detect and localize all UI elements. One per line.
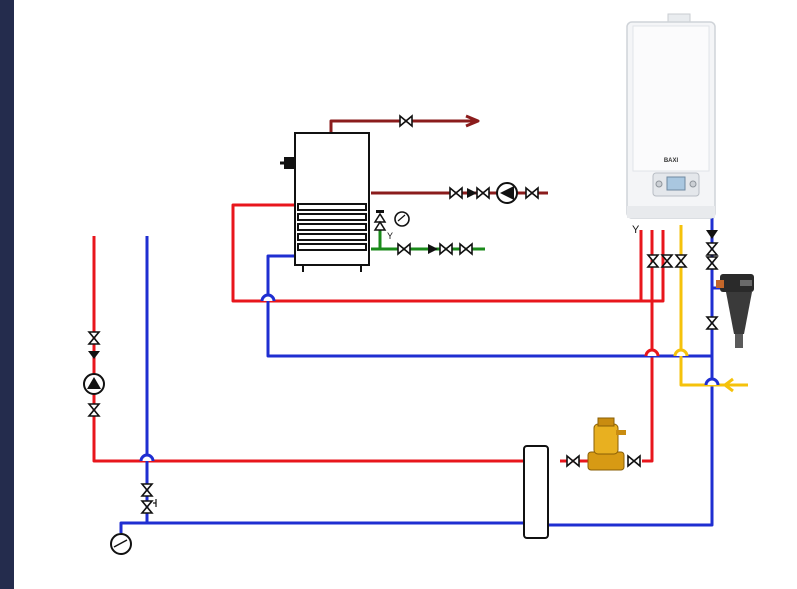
boiler-flow-drop-3 <box>652 230 665 303</box>
gas-inlet-arrow-icon <box>723 377 734 393</box>
return-valve-1-icon <box>141 483 153 497</box>
crossing-hop <box>644 348 660 357</box>
heating-circuit-components <box>83 331 157 555</box>
heating-coil <box>297 203 367 251</box>
cold-feed-valve-1-icon <box>397 243 411 255</box>
crossing-hop <box>673 348 689 357</box>
pipe-crossings <box>139 293 720 462</box>
wall-hung-boiler: BAXI Y <box>626 13 718 330</box>
boiler-valve-1-icon <box>647 254 659 268</box>
cylinder-coil-return <box>266 254 712 358</box>
crossing-hop <box>139 453 155 462</box>
air-dirt-separator <box>566 417 641 471</box>
recirc-valve-1-icon <box>449 187 463 199</box>
magnetic-filter <box>716 274 754 348</box>
dhw-outlet-valve-icon <box>399 115 413 127</box>
dhw-outlet-arrow-icon <box>465 114 480 128</box>
return-valve-2-icon <box>141 500 153 514</box>
circuit-valve-top-icon <box>88 331 100 345</box>
pressure-gauge-icon <box>394 211 410 227</box>
recirc-check-valve-icon <box>467 188 477 198</box>
boiler-gas-valve-icon <box>675 254 687 268</box>
low-loss-header <box>523 445 549 539</box>
gas-pipes <box>679 225 748 393</box>
reducer-y-icon: Y <box>387 231 393 241</box>
dhw-components <box>399 115 539 204</box>
side-bar <box>0 0 14 589</box>
return-check-valve-icon <box>706 230 718 239</box>
dhw-outlet-pipe <box>329 119 478 133</box>
check-valve-icon <box>428 244 438 254</box>
cylinder-thermostat-icon <box>284 157 296 169</box>
crossing-hop <box>704 377 720 386</box>
condensate-drain-icon: Y <box>632 224 640 236</box>
boiler-return-main <box>548 218 714 527</box>
cold-feed-valve-2-icon <box>439 243 453 255</box>
boiler-return-valve-1-icon <box>706 242 718 256</box>
radiator-circuit-return <box>145 236 524 525</box>
crossing-hop <box>260 293 276 302</box>
recirc-valve-3-icon <box>525 187 539 199</box>
boiler-display <box>666 176 686 191</box>
cylinder-coil-flow <box>231 203 652 303</box>
boiler-flow-main <box>642 230 654 463</box>
boiler-return-valve-2-icon <box>706 256 718 270</box>
return-pipes <box>119 218 722 533</box>
cold-feed-valve-3-icon <box>459 243 473 255</box>
hot-water-cylinder <box>280 132 370 272</box>
circuit-check-valve-icon <box>88 351 100 359</box>
expansion-vessel-branch <box>119 521 147 533</box>
circuit-valve-bottom-icon <box>88 403 100 417</box>
radiator-circuit-flow <box>92 236 524 463</box>
separator-valve-2-icon <box>627 455 641 467</box>
recirc-valve-2-icon <box>476 187 490 199</box>
cylinder-safety-group: Y <box>373 210 473 255</box>
boiler-return-valve-3-icon <box>706 316 718 330</box>
separator-valve-1-icon <box>566 455 580 467</box>
boiler-brand-logo: BAXI <box>664 158 679 164</box>
